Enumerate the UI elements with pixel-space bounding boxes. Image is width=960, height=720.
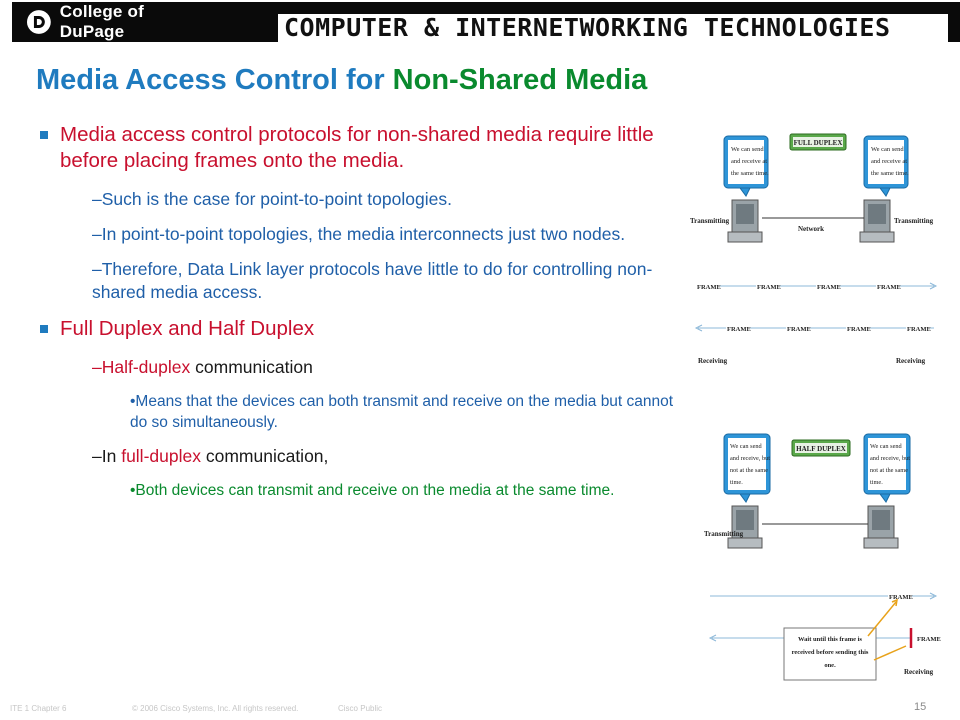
svg-text:time.: time.: [870, 479, 883, 486]
receiving-label-left: Receiving: [698, 357, 728, 365]
footer-copyright: © 2006 Cisco Systems, Inc. All rights re…: [132, 704, 299, 713]
pointer-arrow-up: [867, 601, 897, 637]
frame-label: FRAME: [917, 636, 941, 643]
frame-label: FRAME: [727, 326, 751, 333]
half-duplex-diagram: HALF DUPLEX We can send and receive, but…: [704, 433, 941, 681]
sub-bullet-full-duplex: –In full-duplex communication,: [92, 446, 329, 466]
square-bullet-icon: [40, 131, 48, 139]
footer-course: ITE 1 Chapter 6: [10, 704, 67, 713]
wait-note-box: [783, 627, 877, 681]
svg-text:not at the same: not at the same: [730, 467, 768, 474]
full-duplex-detail: •Both devices can transmit and receive o…: [130, 482, 615, 499]
svg-text:We can send: We can send: [871, 146, 904, 153]
frame-label: FRAME: [877, 284, 901, 291]
svg-text:and receive at: and receive at: [871, 158, 907, 165]
bullet-duplex-text: Full Duplex and Half Duplex: [60, 317, 315, 340]
sub-bullet-two-nodes: –In point-to-point topologies, the media…: [92, 224, 626, 244]
frame-label: FRAME: [817, 284, 841, 291]
computer-right-icon: [859, 199, 895, 243]
square-bullet-icon: [40, 325, 48, 333]
speech-bubble-left: We can send and receive at the same time…: [723, 135, 769, 197]
half-duplex-detail: •Means that the devices can both transmi…: [130, 393, 674, 431]
full-duplex-term: full-duplex: [121, 446, 201, 466]
receiving-label-right: Receiving: [896, 357, 926, 365]
slide-title: Media Access Control for Non-Shared Medi…: [36, 64, 647, 97]
network-label: Network: [798, 225, 824, 233]
svg-text:Wait until this frame is: Wait until this frame is: [798, 636, 862, 643]
college-logo: College of DuPage: [12, 2, 212, 42]
dupage-logo-icon: [26, 10, 51, 34]
svg-text:received before sending this: received before sending this: [792, 649, 869, 656]
speech-bubble-left: We can send and receive, but not at the …: [723, 433, 771, 503]
slide-content: Media access control protocols for non-s…: [36, 122, 676, 513]
half-duplex-term: Half-duplex: [101, 357, 191, 377]
svg-text:We can send: We can send: [731, 146, 764, 153]
svg-text:time.: time.: [730, 479, 743, 486]
svg-text:and receive, but: and receive, but: [870, 455, 910, 462]
banner-title: COMPUTER & INTERNETWORKING TECHNOLOGIES: [284, 13, 891, 42]
frame-label: FRAME: [787, 326, 811, 333]
full-duplex-diagram: FULL DUPLEX We can send and receive at t…: [690, 133, 938, 365]
sub-bullet-half-duplex: –Half-duplex communication: [92, 357, 313, 377]
sub-bullet-little-to-do: –Therefore, Data Link layer protocols ha…: [92, 259, 653, 302]
receiving-label: Receiving: [904, 668, 934, 676]
svg-text:and receive, but: and receive, but: [730, 455, 770, 462]
arrow-right-icon: [929, 592, 938, 600]
bullet-duplex: Full Duplex and Half Duplex: [36, 316, 676, 342]
computer-right-icon: [863, 505, 899, 549]
pointer-arrow-right: [873, 645, 907, 661]
frame-label: FRAME: [757, 284, 781, 291]
arrow-left-icon: [708, 634, 717, 642]
slide-title-part1: Media Access Control for: [36, 64, 393, 96]
transmitting-label: Transmitting: [704, 530, 744, 538]
sub-bullet-point-to-point: –Such is the case for point-to-point top…: [92, 189, 452, 209]
frame-label: FRAME: [889, 594, 913, 601]
half-duplex-badge-label: HALF DUPLEX: [796, 445, 846, 453]
transmitting-label-right: Transmitting: [894, 217, 934, 225]
arrow-left-icon: [694, 324, 703, 332]
svg-text:the same time.: the same time.: [871, 170, 909, 177]
svg-text:and receive at: and receive at: [731, 158, 767, 165]
bullet-non-shared-text: Media access control protocols for non-s…: [60, 123, 654, 172]
arrow-right-icon: [929, 282, 938, 290]
svg-text:the same time.: the same time.: [731, 170, 769, 177]
logo-text: College of DuPage: [59, 2, 144, 41]
footer-classification: Cisco Public: [338, 704, 383, 713]
svg-text:not at the same: not at the same: [870, 467, 908, 474]
frame-label: FRAME: [847, 326, 871, 333]
transmitting-label-left: Transmitting: [690, 217, 730, 225]
full-duplex-badge-label: FULL DUPLEX: [794, 139, 843, 147]
svg-text:one.: one.: [824, 662, 836, 669]
frame-label: FRAME: [907, 326, 931, 333]
speech-bubble-right: We can send and receive at the same time…: [863, 135, 909, 197]
svg-text:We can send: We can send: [730, 443, 763, 450]
frame-label: FRAME: [697, 284, 721, 291]
speech-bubble-right: We can send and receive, but not at the …: [863, 433, 911, 503]
computer-left-icon: [727, 199, 763, 243]
computer-left-icon: [727, 505, 763, 549]
svg-text:We can send: We can send: [870, 443, 903, 450]
banner-title-box: [278, 12, 948, 44]
slide-title-part2: Non-Shared Media: [392, 64, 648, 96]
bullet-non-shared: Media access control protocols for non-s…: [36, 122, 676, 174]
page-number: 15: [914, 701, 927, 713]
